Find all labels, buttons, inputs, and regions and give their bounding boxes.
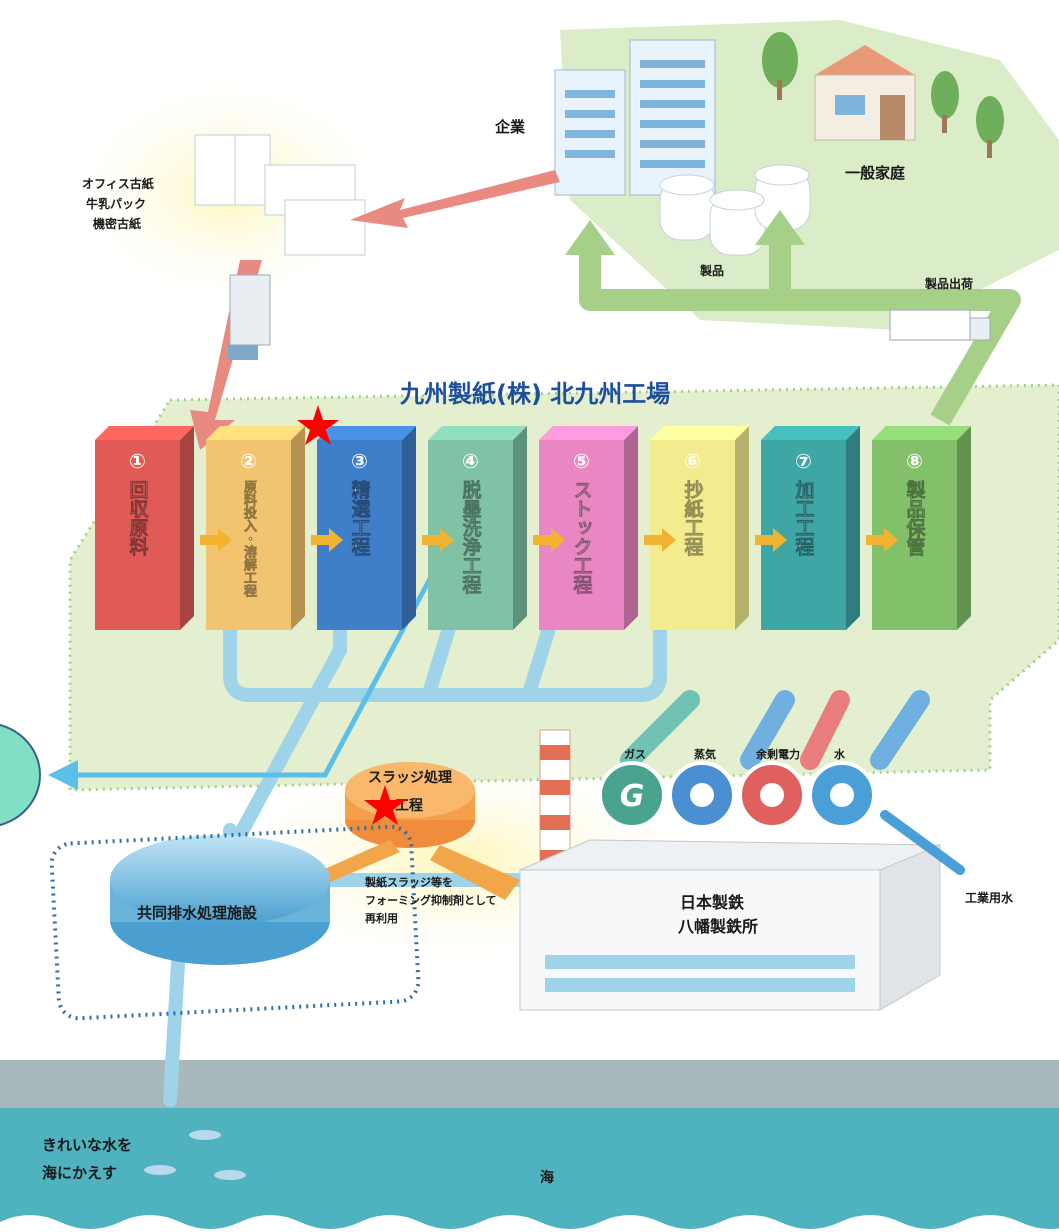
sea-horizon xyxy=(0,1060,1059,1108)
steelworks-label-1: 日本製鉄 xyxy=(680,893,744,912)
fish-icon xyxy=(144,1130,246,1180)
reuse-label-2: フォーミング抑制剤として xyxy=(365,893,497,907)
process-flow-arrow xyxy=(866,528,898,552)
red-star-marker-icon xyxy=(297,405,339,445)
utility-label: ガス xyxy=(624,747,646,761)
process-column-1: ① 回収原料 xyxy=(95,426,194,630)
wastepaper-stacks-icon xyxy=(194,134,366,256)
factory-title: 九州製紙(株) 北九州工場 xyxy=(399,380,670,408)
wastewater-label: 共同排水処理施設 xyxy=(137,904,258,922)
utility-label: 蒸気 xyxy=(694,747,716,761)
process-column-2: ② 原料投入・溶解工程 xyxy=(206,426,305,630)
shipment-label: 製品出荷 xyxy=(924,276,973,291)
process-column-5: ⑤ ストック工程 xyxy=(539,426,638,630)
wastewater-treatment-tank xyxy=(110,835,330,965)
process-column-label: 回収原料 xyxy=(127,480,149,557)
process-flow-arrow xyxy=(644,528,676,552)
process-column-number: ③ xyxy=(351,449,368,473)
process-column-4: ④ 脱墨洗浄工程 xyxy=(428,426,527,630)
flow-arrow-shipment xyxy=(579,240,1021,426)
sludge-label-1: スラッジ処理 xyxy=(368,769,452,786)
red-star-marker-icon xyxy=(364,785,406,825)
steelworks-building xyxy=(519,839,941,1011)
process-column-7: ⑦ 加工工程 xyxy=(761,426,860,630)
sea xyxy=(0,1108,1059,1232)
clean-water-label-1: きれいな水を xyxy=(42,1136,132,1154)
process-column-number: ⑤ xyxy=(573,449,590,473)
house-icon xyxy=(814,45,916,141)
wastepaper-label-2: 牛乳パック xyxy=(86,196,146,211)
process-column-label: 原料投入・溶解工程 xyxy=(241,480,258,598)
flow-arrow-collection xyxy=(350,170,560,228)
process-column-8: ⑧ 製品保管 xyxy=(872,426,971,630)
company-label: 企業 xyxy=(494,118,526,136)
truck-icon xyxy=(228,274,271,360)
company-buildings-icon xyxy=(554,39,716,196)
process-flow-arrow xyxy=(533,528,565,552)
tree-icon xyxy=(762,32,1004,158)
process-column-label: 抄紙工程 xyxy=(682,480,704,556)
process-flow-arrow xyxy=(422,528,454,552)
industrial-water-label: 工業用水 xyxy=(965,890,1014,905)
utility-label: 余剰電力 xyxy=(755,747,800,761)
water-pipe-handle xyxy=(880,810,965,875)
wastepaper-label-3: 機密古紙 xyxy=(93,216,141,231)
chimney-icon xyxy=(539,729,571,871)
reuse-label-1: 製紙スラッジ等を xyxy=(364,875,453,889)
process-column-number: ① xyxy=(129,449,146,473)
process-column-3: ③ 精選工程 xyxy=(317,426,416,630)
gas-icon: G ガス xyxy=(598,747,666,829)
process-column-number: ② xyxy=(240,449,257,473)
wastepaper-label-1: オフィス古紙 xyxy=(82,176,154,191)
marker-line xyxy=(70,558,443,778)
reuse-label-3: 再利用 xyxy=(365,911,398,925)
product-label: 製品 xyxy=(699,263,724,278)
process-column-6: ⑥ 抄紙工程 xyxy=(650,426,749,630)
process-column-label: 加工工程 xyxy=(793,480,816,556)
clean-water-label-2: 海にかえす xyxy=(42,1164,117,1182)
shipping-truck-icon xyxy=(889,309,991,341)
toilet-paper-rolls-icon xyxy=(659,164,811,256)
process-flow-arrow xyxy=(200,528,232,552)
utility-label: 水 xyxy=(834,747,846,761)
process-column-number: ⑧ xyxy=(906,449,923,473)
svg-text:G: G xyxy=(620,779,645,814)
process-column-label: 精選工程 xyxy=(349,479,371,556)
utility-arrows xyxy=(620,690,930,770)
water-drop-icon: 水 xyxy=(808,747,876,829)
process-column-number: ⑥ xyxy=(684,449,701,473)
process-column-number: ④ xyxy=(462,449,479,473)
sea-label: 海 xyxy=(540,1169,554,1186)
process-flow-arrow xyxy=(311,528,343,552)
process-column-label: ストック工程 xyxy=(571,480,593,594)
process-column-number: ⑦ xyxy=(795,449,812,473)
highlight-circle-marker xyxy=(0,723,41,827)
process-column-label: 製品保管 xyxy=(904,480,927,557)
process-column-label: 脱墨洗浄工程 xyxy=(460,479,482,594)
process-flow-arrow xyxy=(755,528,787,552)
steelworks-label-2: 八幡製鉄所 xyxy=(677,917,758,936)
steam-icon: 蒸気 xyxy=(668,747,736,829)
electricity-icon: 余剰電力 xyxy=(738,747,806,829)
household-label: 一般家庭 xyxy=(845,164,906,182)
